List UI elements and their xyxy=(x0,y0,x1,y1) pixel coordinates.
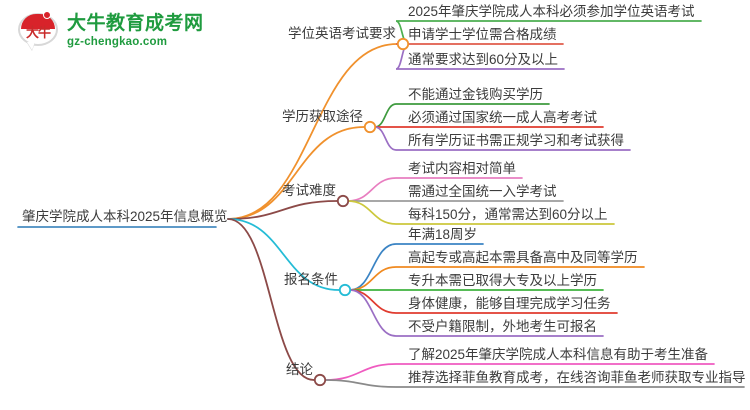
mindmap-branch-label[interactable]: 考试难度 xyxy=(282,183,336,198)
mindmap-branch-label[interactable]: 学位英语考试要求 xyxy=(288,26,396,41)
logo-text-block: 大牛教育成考网 gz-chengkao.com xyxy=(67,13,204,49)
logo-subtitle: gz-chengkao.com xyxy=(67,36,168,48)
logo-mark-text: 大牛 xyxy=(25,25,51,40)
mindmap-leaf-label[interactable]: 高起专或高起本需具备高中及同等学历 xyxy=(408,250,638,265)
mindmap-leaf-label[interactable]: 每科150分，通常需达到60分以上 xyxy=(408,207,608,222)
speech-bubble-logo-icon: 大牛 xyxy=(18,11,60,51)
mindmap-leaf-label[interactable]: 考试内容相对简单 xyxy=(408,161,516,176)
logo-dot-shape xyxy=(43,11,51,19)
mindmap-leaf-label[interactable]: 了解2025年肇庆学院成人本科信息有助于考生准备 xyxy=(408,347,709,362)
mindmap-edges xyxy=(17,20,745,388)
mindmap-root-label[interactable]: 肇庆学院成人本科2025年信息概览 xyxy=(22,209,228,224)
mindmap-leaf-label[interactable]: 通常要求达到60分及以上 xyxy=(408,52,559,67)
mindmap-leaf-label[interactable]: 2025年肇庆学院成人本科必须参加学位英语考试 xyxy=(408,4,695,19)
mindmap-leaf-label[interactable]: 所有学历证书需正规学习和考试获得 xyxy=(408,133,624,148)
logo-title: 大牛教育成考网 xyxy=(67,13,204,34)
mindmap-leaf-label[interactable]: 申请学士学位需合格成绩 xyxy=(408,27,557,42)
mindmap-leaf-label[interactable]: 推荐选择菲鱼教育成考，在线咨询菲鱼老师获取专业指导 xyxy=(408,370,746,385)
mindmap-leaf-label[interactable]: 专升本需已取得大专及以上学历 xyxy=(408,273,597,288)
mindmap-leaf-label[interactable]: 身体健康，能够自理完成学习任务 xyxy=(408,296,611,311)
mindmap-leaf-label[interactable]: 不能通过金钱购买学历 xyxy=(408,87,543,102)
mindmap-leaf-label[interactable]: 需通过全国统一入学考试 xyxy=(408,184,557,199)
site-logo: 大牛 大牛教育成考网 gz-chengkao.com xyxy=(18,8,203,54)
mindmap-branch-label[interactable]: 报名条件 xyxy=(284,272,338,287)
mindmap-leaf-label[interactable]: 年满18周岁 xyxy=(408,227,478,242)
mindmap-branch-label[interactable]: 结论 xyxy=(286,362,313,377)
mindmap-branch-label[interactable]: 学历获取途径 xyxy=(282,109,363,124)
mindmap-leaf-label[interactable]: 必须通过国家统一成人高考考试 xyxy=(408,110,597,125)
mindmap-leaf-label[interactable]: 不受户籍限制，外地考生可报名 xyxy=(408,319,597,334)
mindmap-nodes xyxy=(313,37,410,387)
